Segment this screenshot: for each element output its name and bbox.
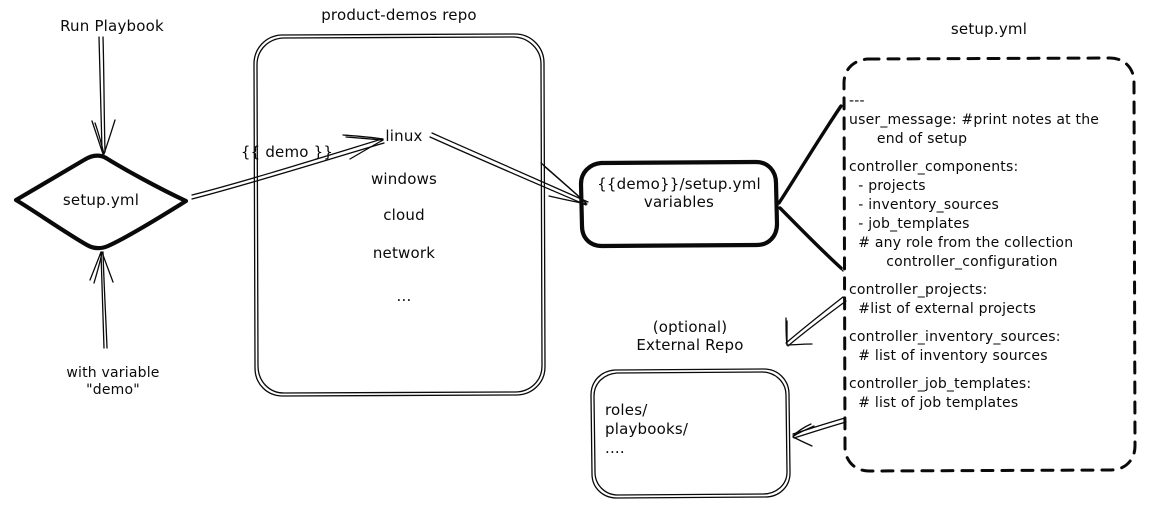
setup-yml-line: - inventory_sources [849,197,1000,213]
edge-setupyml-to-variables [777,104,844,272]
product-demos-repo-box [253,33,546,397]
setup-yml-line: controller_configuration [849,254,1058,270]
setup-yml-line: # any role from the collection [849,235,1074,251]
setup-yml-diamond-label: setup.yml [62,191,140,209]
external-repo-item-ellipsis: .... [605,439,625,457]
setup-yml-line: - projects [849,178,926,194]
product-demos-repo-title: product-demos repo [321,6,477,24]
setup-yml-line: controller_components: [849,159,1019,175]
run-playbook-label: Run Playbook [60,17,164,35]
repo-item-windows: windows [370,170,438,188]
repo-item-cloud: cloud [383,206,425,224]
external-repo-item-playbooks: playbooks/ [605,420,689,438]
repo-item-network: network [372,244,436,262]
setup-yml-diamond-shape [13,153,189,251]
setup-yml-line: --- [849,93,865,109]
setup-yml-line: end of setup [849,131,968,147]
setup-yml-line [849,319,1099,328]
with-variable-label: with variable"demo" [66,365,160,398]
setup-yml-line [849,149,1099,158]
setup-yml-dashed-box [842,56,1137,473]
setup-yml-line: - job_templates [849,216,970,232]
setup-yml-line: # list of job templates [849,395,1019,411]
setup-yml-line: user_message: #print notes at the [849,112,1100,128]
edge-repo-to-variables [429,132,589,206]
setup-yml-line: # list of inventory sources [849,348,1048,364]
setup-yml-line [849,272,1099,281]
setup-yml-content: --- user_message: #print notes at the end… [849,92,1099,413]
setup-yml-line [849,366,1099,375]
setup-yml-line: #list of external projects [849,301,1037,317]
setup-yml-line: controller_inventory_sources: [849,329,1061,345]
setup-yml-dashed-title: setup.yml [950,20,1028,38]
setup-yml-line: controller_job_templates: [849,376,1032,392]
repo-item-linux: linux [385,127,423,145]
setup-yml-line: controller_projects: [849,282,988,298]
repo-item-ellipsis: ... [396,287,412,305]
edge-setupyml-to-external-lower [792,417,847,447]
variables-box-shape [578,159,780,249]
edge-setupyml-to-external-upper [785,296,847,347]
external-repo-title: (optional)External Repo [636,318,744,354]
edge-setup-to-repo-label: {{ demo }} [240,143,334,161]
edge-with-variable-to-setup [89,251,114,349]
external-repo-box [590,368,791,499]
edge-run-playbook-to-setup [91,36,116,155]
edge-setup-to-repo [191,134,385,200]
external-repo-item-roles: roles/ [605,401,648,419]
